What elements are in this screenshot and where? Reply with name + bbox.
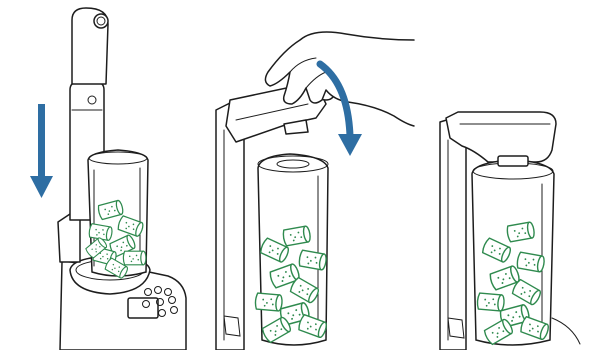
fruit-chunk (477, 293, 505, 311)
arm-knob (94, 14, 108, 28)
fruit-chunk (255, 293, 283, 311)
arrow-down-icon (30, 104, 53, 198)
support-column (440, 116, 466, 350)
display-screen (128, 298, 158, 318)
support-column (58, 214, 80, 262)
step-3-panel (440, 112, 580, 350)
fruit-chunk (123, 251, 146, 265)
step-1-panel (30, 8, 186, 350)
step-2-panel (216, 32, 414, 350)
